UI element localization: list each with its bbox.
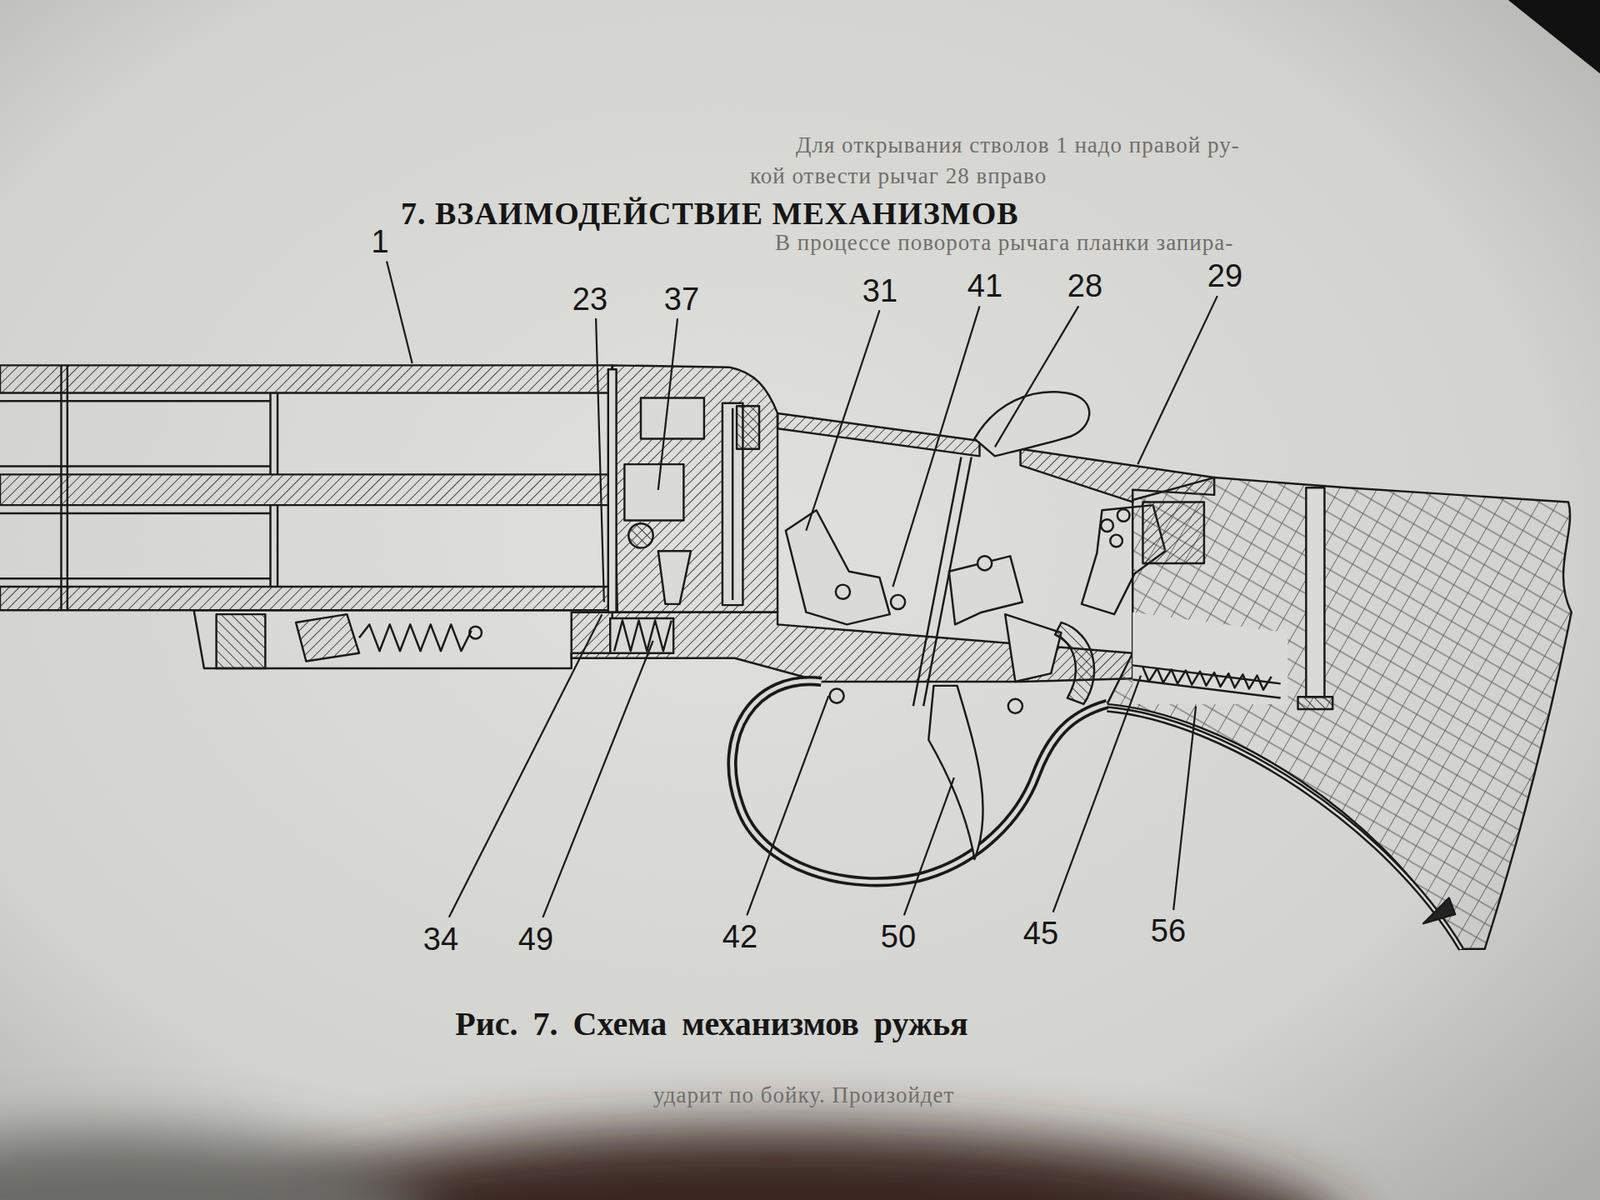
callout-number: 56 bbox=[1150, 915, 1186, 947]
body-text-line: кой отвести рычаг 28 вправо bbox=[750, 164, 1047, 190]
callout-number: 45 bbox=[1023, 917, 1059, 950]
body-text-line: ударит по бойку. Произойдет bbox=[653, 1083, 955, 1109]
callout-number: 29 bbox=[1207, 260, 1243, 292]
callout-number: 37 bbox=[664, 283, 700, 315]
callout-number: 28 bbox=[1067, 270, 1103, 302]
figure-caption: Рис. 7. Схема механизмов ружья bbox=[455, 1005, 968, 1043]
callout-number: 23 bbox=[572, 283, 608, 315]
body-text-line: В процессе поворота рычага планки запира… bbox=[775, 230, 1234, 256]
leader-lines bbox=[386, 260, 1218, 917]
body-text-line: Для открывания стволов 1 надо правой ру- bbox=[795, 133, 1240, 159]
callout-number: 41 bbox=[967, 270, 1003, 302]
callout-number: 42 bbox=[722, 920, 758, 953]
callout-number: 1 bbox=[370, 225, 389, 258]
callout-number: 50 bbox=[880, 920, 916, 953]
section-heading: 7. ВЗАИМОДЕЙСТВИЕ МЕХАНИЗМОВ bbox=[400, 196, 1020, 232]
callout-number: 31 bbox=[862, 275, 898, 307]
callout-number: 34 bbox=[423, 923, 459, 955]
callout-number: 49 bbox=[518, 923, 554, 955]
